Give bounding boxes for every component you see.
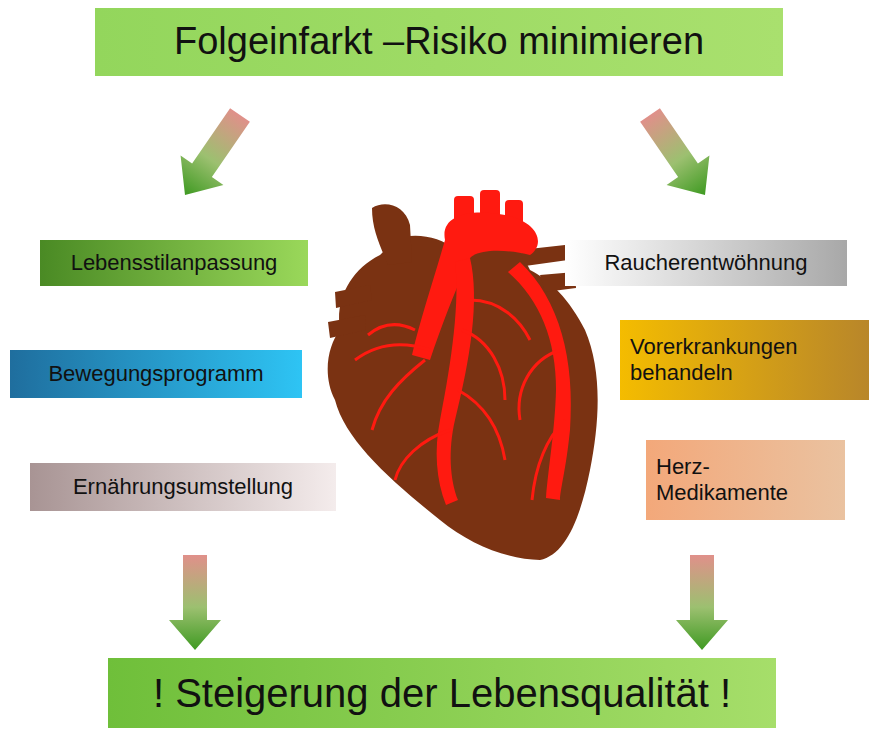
measure-box: Bewegungsprogramm: [10, 350, 302, 398]
measure-box: Ernährungsumstellung: [30, 463, 336, 511]
measure-box: Herz- Medikamente: [646, 440, 845, 520]
coronary-arteries: [412, 190, 571, 505]
box-label: Bewegungsprogramm: [48, 361, 263, 387]
flow-arrow: [676, 555, 728, 650]
small-vessels: [355, 300, 565, 500]
measure-box: Raucherentwöhnung: [565, 240, 847, 286]
measure-box: Lebensstilanpassung: [40, 240, 308, 286]
box-label: Vorerkrankungen behandeln: [630, 334, 859, 387]
box-label: Folgeinfarkt –Risiko minimieren: [174, 19, 704, 65]
goal-banner: Folgeinfarkt –Risiko minimieren: [95, 8, 783, 76]
outcome-banner: ! Steigerung der Lebensqualität !: [108, 658, 776, 728]
box-label: ! Steigerung der Lebensqualität !: [153, 669, 731, 717]
flow-arrow: [640, 108, 709, 195]
flow-arrow: [169, 555, 221, 650]
box-label: Herz- Medikamente: [656, 454, 835, 507]
heart-body: [328, 204, 598, 560]
box-label: Ernährungsumstellung: [73, 474, 293, 500]
flow-arrow: [181, 108, 250, 195]
measure-box: Vorerkrankungen behandeln: [620, 320, 869, 400]
box-label: Raucherentwöhnung: [604, 250, 807, 276]
box-label: Lebensstilanpassung: [71, 250, 278, 276]
